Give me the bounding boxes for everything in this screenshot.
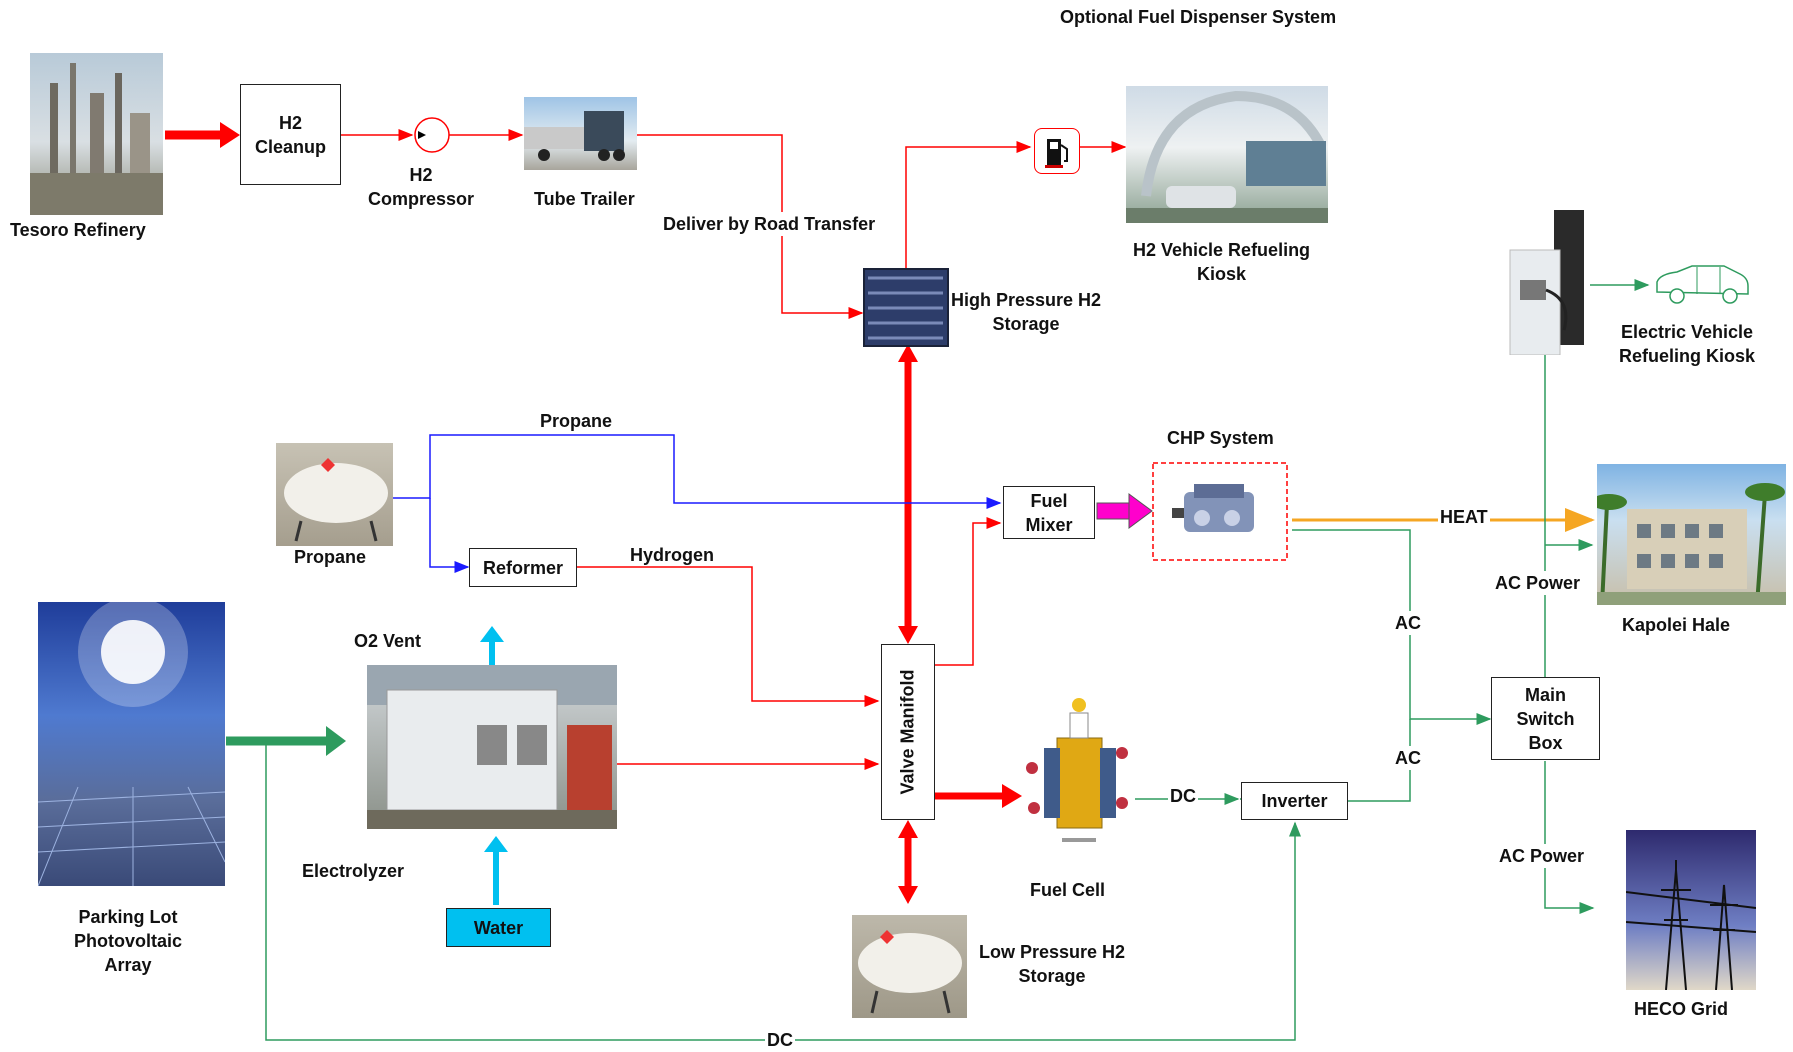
chp-label: CHP System (1167, 428, 1274, 448)
ac-power-top-label: AC Power (1493, 571, 1583, 595)
pv-array-label: Parking Lot Photovoltaic Array (74, 907, 183, 975)
heco-grid-image (1626, 830, 1756, 990)
hp-storage-manifold-double-arrow (898, 344, 918, 644)
pv-array-image (38, 602, 225, 886)
manifold-to-fuelcell-arrow (935, 784, 1022, 808)
fuel-cell-label: Fuel Cell (1030, 880, 1106, 900)
lp-storage-manifold-double-arrow (898, 820, 918, 904)
lp-storage-label: Low Pressure H2 Storage (979, 942, 1126, 986)
dc-bottom-label: DC (765, 1028, 795, 1052)
tesoro-label: Tesoro Refinery (10, 220, 146, 240)
water-box: Water (446, 908, 551, 947)
compressor-label: H2 Compressor (368, 165, 475, 209)
manifold-to-mixer-line (935, 517, 1002, 666)
inverter-box: Inverter (1241, 782, 1348, 820)
h2-cleanup-box: H2 Cleanup (240, 84, 341, 185)
valve-manifold-box: Valve Manifold (881, 644, 935, 820)
propane-tank-label: Propane (294, 547, 367, 567)
pv-to-electrolyzer-arrow (226, 726, 346, 756)
hp-storage-label: High Pressure H2 Storage (951, 290, 1102, 334)
hydrogen-to-manifold-line (577, 566, 880, 707)
diagram-title: Optional Fuel Dispenser System (1060, 7, 1337, 27)
propane-edge-label: Propane (540, 411, 613, 431)
chp-ac-line (1292, 529, 1492, 725)
storage-to-dispenser-line (905, 141, 1032, 268)
refinery-image (30, 53, 163, 215)
ac1-label: AC (1393, 611, 1423, 635)
ac-power-bottom-label: AC Power (1497, 844, 1587, 868)
valve-manifold-label: Valve Manifold (898, 669, 919, 795)
dc-fc-label: DC (1168, 784, 1198, 808)
electrolyzer-image (367, 665, 617, 829)
tube-trailer-label: Tube Trailer (534, 189, 635, 209)
kapolei-hale-image (1597, 464, 1786, 605)
ac-power-to-heco-line (1544, 761, 1595, 914)
water-arrow (484, 836, 508, 905)
electrolyzer-label: Electrolyzer (302, 861, 405, 881)
fuel-dispenser-icon (1034, 128, 1080, 174)
electric-car-icon (1652, 262, 1752, 308)
refinery-to-cleanup-arrow (165, 122, 240, 148)
h2-kiosk-image (1126, 86, 1328, 223)
hp-storage-image (863, 268, 949, 347)
chp-frame (1152, 462, 1288, 561)
heat-label: HEAT (1438, 505, 1490, 529)
propane-to-reformer-line (429, 498, 470, 573)
tube-trailer-image (524, 97, 637, 170)
h2-kiosk-label: H2 Vehicle Refueling Kiosk (1133, 240, 1311, 284)
mixer-to-chp-arrow (1096, 493, 1153, 529)
fuel-cell-image (1022, 693, 1132, 853)
o2-vent-label: O2 Vent (354, 631, 422, 651)
kapolei-label: Kapolei Hale (1622, 615, 1731, 635)
ev-kiosk-label: Electric Vehicle Refueling Kiosk (1619, 322, 1756, 366)
heco-label: HECO Grid (1634, 999, 1729, 1019)
hydrogen-edge-label: Hydrogen (630, 545, 715, 565)
propane-to-mixer-line (393, 434, 1002, 509)
chp-engine-image (1172, 478, 1268, 546)
lp-storage-image (852, 915, 967, 1018)
propane-tank-image (276, 443, 393, 546)
reformer-box: Reformer (469, 548, 577, 587)
ac2-label: AC (1393, 746, 1423, 770)
ev-charger-image (1502, 210, 1588, 355)
main-switch-box: Main Switch Box (1491, 677, 1600, 760)
fuel-mixer-box: Fuel Mixer (1003, 486, 1095, 539)
road-transfer-label: Deliver by Road Transfer (661, 212, 878, 236)
